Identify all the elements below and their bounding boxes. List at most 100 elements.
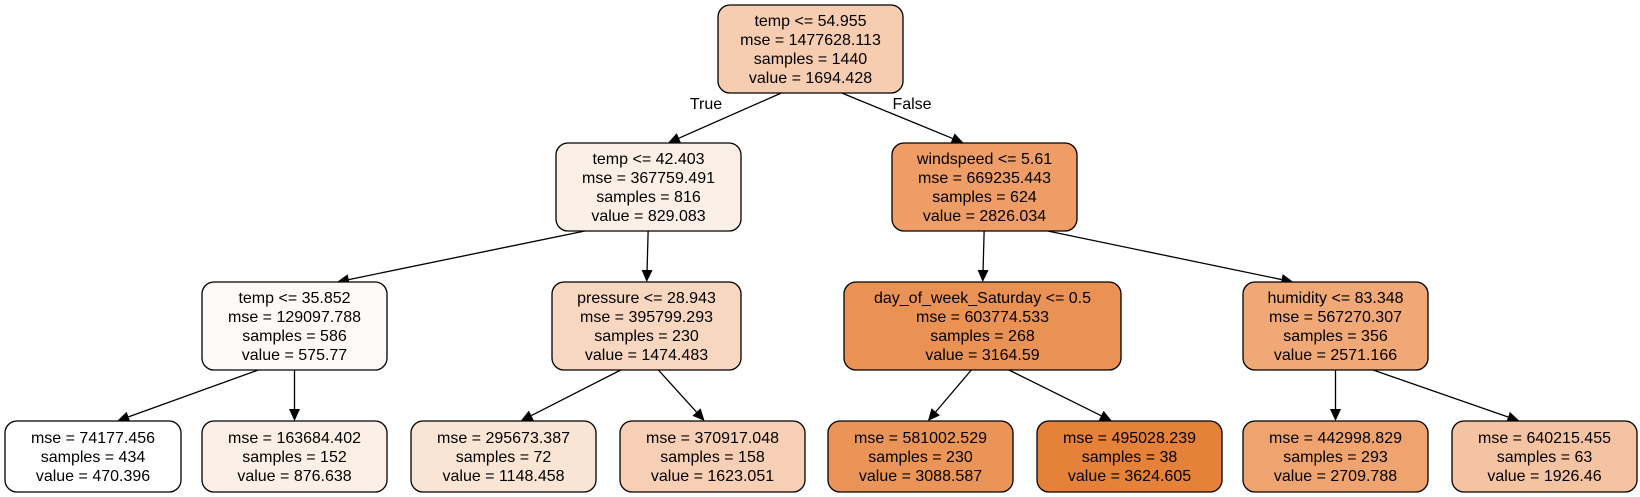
node-text-line: mse = 295673.387 [437,430,570,447]
node-text-line: samples = 63 [1497,449,1593,466]
node-text-line: samples = 38 [1082,449,1178,466]
node-text-line: value = 2709.788 [1274,468,1397,485]
edge-line [841,92,953,140]
tree-edge [657,369,705,421]
arrowhead [667,133,682,144]
node-text-line: samples = 230 [594,328,699,345]
node-text-line: samples = 158 [660,449,765,466]
arrowhead [641,269,653,282]
edge-line [1372,369,1509,418]
node-text-line: samples = 586 [242,328,347,345]
tree-edge [641,230,653,282]
node-text-line: mse = 1477628.113 [740,32,881,49]
edge-line [1008,369,1102,417]
node-text-line: temp <= 35.852 [238,290,350,307]
node-text-line: value = 1623.051 [651,468,774,485]
node-text-line: value = 1474.483 [585,347,708,364]
node-box [843,281,1122,371]
node-text-line: mse = 669235.443 [918,170,1051,187]
node-box [717,4,904,94]
arrowhead [1098,410,1112,421]
node-box [619,420,806,493]
node-text-line: samples = 72 [456,449,552,466]
node-text-line: value = 1148.458 [442,468,564,485]
node-text-line: mse = 367759.491 [582,170,715,187]
edge-line [678,92,782,139]
node-text-line: mse = 370917.048 [646,430,779,447]
tree-node: mse = 163684.402 samples = 152 value = 876… [201,420,388,493]
node-text-line: samples = 1440 [754,51,868,68]
node-text-line: value = 3088.587 [859,468,982,485]
node-box [410,420,597,493]
node-box [551,281,742,371]
edge-line [982,230,985,271]
tree-edge [336,230,585,285]
node-text-line: samples = 356 [1283,328,1388,345]
arrowhead [520,410,534,421]
tree-node: mse = 295673.387 samples = 72 value = 1148… [410,420,597,493]
arrowhead [1506,411,1520,423]
node-text-line: value = 2826.034 [923,208,1046,225]
node-box [1451,420,1638,493]
node-text-line: value = 1694.428 [749,70,872,87]
node-text-line: samples = 268 [930,328,1035,345]
node-box [201,281,388,371]
edge-line [646,230,649,271]
edge-line [1047,230,1282,281]
node-text-line: pressure <= 28.943 [577,290,716,307]
node-text-line: value = 876.638 [237,468,351,485]
node-box [827,420,1014,493]
node-text-line: mse = 603774.533 [916,309,1049,326]
node-text-line: value = 2571.166 [1274,347,1397,364]
edge-line [657,369,698,413]
edge-line [531,369,622,417]
node-text-line: mse = 495028.239 [1063,430,1196,447]
node-text-line: mse = 640215.455 [1478,430,1611,447]
node-text-line: mse = 163684.402 [228,430,361,447]
tree-node: mse = 370917.048 samples = 158 value = 162… [619,420,806,493]
node-text-line: samples = 624 [932,189,1037,206]
node-text-line: value = 575.77 [242,347,348,364]
edge-line [935,369,972,413]
node-text-line: temp <= 42.403 [592,151,704,168]
node-text-line: mse = 567270.307 [1269,309,1402,326]
tree-edge: False [841,92,964,144]
arrowhead [927,408,940,421]
arrowhead [692,408,705,421]
node-text-line: value = 470.396 [36,468,150,485]
node-text-line: humidity <= 83.348 [1267,290,1403,307]
node-text-line: value = 3164.59 [925,347,1039,364]
tree-edge [520,369,622,421]
node-text-line: value = 829.083 [591,208,705,225]
edge-label-false: False [892,96,931,113]
tree-node: humidity <= 83.348 mse = 567270.307 sample… [1242,281,1429,371]
node-text-line: samples = 434 [41,449,146,466]
tree-node: mse = 74177.456 samples = 434 value = 470.… [4,420,182,493]
tree-node: temp <= 42.403 mse = 367759.491 samples = … [555,142,742,232]
arrowhead [1330,409,1341,421]
tree-edge [1330,370,1341,421]
node-text-line: samples = 816 [596,189,701,206]
node-box [891,142,1078,232]
node-text-line: windspeed <= 5.61 [916,151,1052,168]
tree-node: windspeed <= 5.61 mse = 669235.443 samples… [891,142,1078,232]
node-box [1242,281,1429,371]
tree-edge [1008,369,1112,421]
node-text-line: samples = 152 [242,449,347,466]
node-text-line: samples = 230 [868,449,973,466]
node-text-line: samples = 293 [1283,449,1388,466]
tree-node: mse = 640215.455 samples = 63 value = 1926… [1451,420,1638,493]
node-text-line: mse = 74177.456 [31,430,155,447]
tree-edge [1372,369,1520,423]
node-text-line: day_of_week_Saturday <= 0.5 [874,290,1091,307]
node-text-line: value = 1926.46 [1487,468,1601,485]
tree-edge [927,369,972,421]
